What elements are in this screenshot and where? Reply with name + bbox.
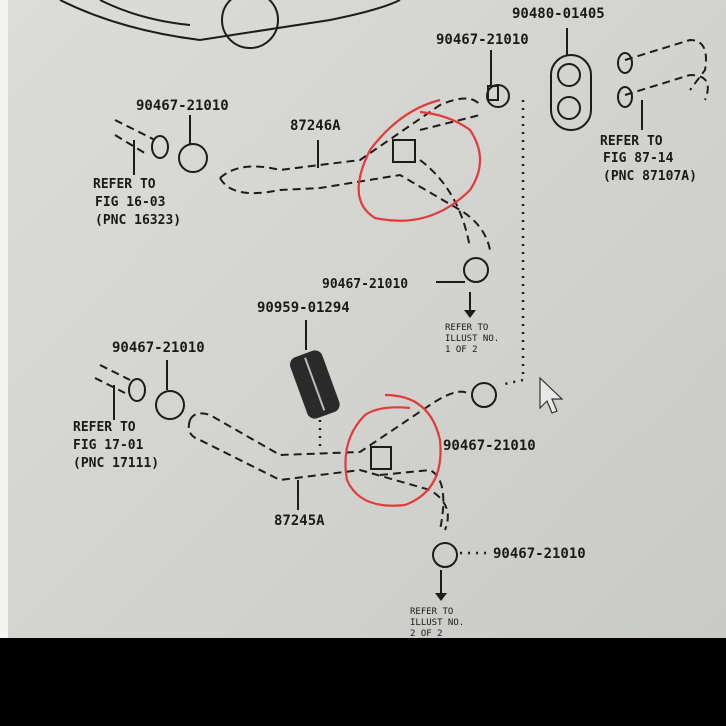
refer-lower-left-1: REFER TO	[73, 420, 136, 435]
clamp-lower-right	[471, 382, 497, 408]
pipe-lower-left	[94, 360, 185, 420]
refer-bottom-3: 2 OF 2	[410, 629, 443, 638]
grommet-middle	[289, 350, 340, 419]
label-hose-upper: 87246A	[290, 118, 341, 134]
label-clamp-lower-right: 90467-21010	[443, 438, 536, 454]
heater-pipes	[617, 38, 709, 130]
clamp-middle	[436, 257, 489, 318]
pipe-top-left	[114, 115, 208, 175]
hose-upper	[219, 97, 491, 251]
label-clamp-middle: 90467-21010	[322, 277, 408, 292]
hose-lower	[187, 390, 471, 531]
refer-lower-left-2: FIG 17-01	[73, 438, 144, 453]
refer-middle-2: ILLUST NO.	[445, 334, 499, 344]
label-hose-lower: 87245A	[274, 513, 325, 529]
label-clamp-lower-left: 90467-21010	[112, 340, 205, 356]
label-grommet-middle: 90959-01294	[257, 300, 350, 316]
grommet-top	[550, 28, 592, 131]
label-clamp-bottom: 90467-21010	[493, 546, 586, 562]
refer-middle-3: 1 OF 2	[445, 345, 478, 355]
clamp-bottom	[432, 542, 488, 601]
refer-middle-1: REFER TO	[445, 323, 488, 333]
refer-top-right-3: (PNC 87107A)	[603, 169, 697, 184]
engine-outline	[59, 0, 401, 49]
markup-circle-lower	[344, 393, 442, 507]
refer-top-left-2: FIG 16-03	[95, 195, 165, 210]
paper-edge	[0, 0, 8, 638]
label-clamp-top-left: 90467-21010	[136, 98, 229, 114]
paper-background	[0, 0, 726, 638]
label-grommet-top: 90480-01405	[512, 6, 605, 22]
refer-top-right-2: FIG 87-14	[603, 151, 674, 166]
refer-bottom-1: REFER TO	[410, 607, 453, 617]
mouse-cursor-icon	[539, 376, 564, 414]
parts-diagram: 90480-01405 REFER TO FIG 87-14 (PNC 8710…	[59, 0, 709, 638]
refer-top-left-3: (PNC 16323)	[95, 213, 181, 228]
markup-circle-upper	[357, 98, 481, 222]
refer-lower-left-3: (PNC 17111)	[73, 456, 159, 471]
clamp-top-right	[486, 84, 510, 108]
label-clamp-top-right: 90467-21010	[436, 32, 529, 48]
refer-bottom-2: ILLUST NO.	[410, 618, 464, 628]
refer-top-left-1: REFER TO	[93, 177, 156, 192]
refer-top-right-1: REFER TO	[600, 134, 663, 149]
